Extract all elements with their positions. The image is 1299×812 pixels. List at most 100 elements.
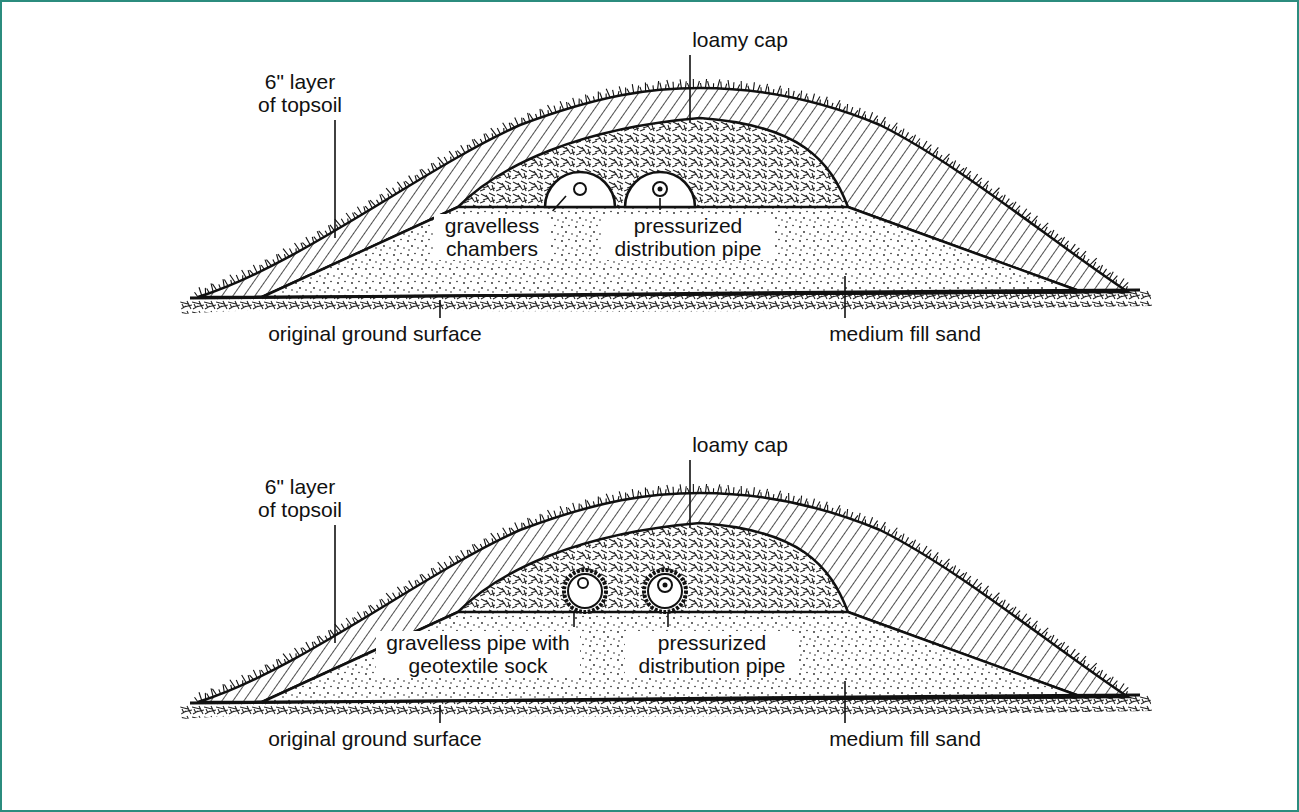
leader-line bbox=[659, 198, 661, 210]
grass-tick bbox=[969, 580, 971, 584]
grass-tick bbox=[725, 84, 726, 89]
leader-line bbox=[667, 613, 669, 627]
grass-tick bbox=[1041, 628, 1048, 635]
grass-tick bbox=[801, 91, 802, 100]
grass-tick bbox=[959, 573, 964, 577]
grass-tick bbox=[717, 484, 719, 493]
leader-line bbox=[439, 300, 441, 318]
grass-tick bbox=[219, 284, 221, 289]
grass-tick bbox=[996, 192, 999, 198]
grass-tick bbox=[593, 501, 594, 506]
grass-tick bbox=[989, 594, 992, 598]
gravelless-chamber bbox=[625, 172, 695, 207]
grass-tick bbox=[733, 82, 735, 89]
grass-tick bbox=[753, 82, 754, 91]
grass-tick bbox=[839, 103, 840, 110]
grass-tick bbox=[541, 109, 544, 116]
grass-tick bbox=[793, 91, 794, 98]
grass-tick bbox=[705, 79, 706, 88]
grass-tick bbox=[1028, 622, 1030, 626]
grass-tick bbox=[728, 485, 729, 494]
grass-tick bbox=[1005, 604, 1009, 610]
grass-tick bbox=[717, 79, 719, 88]
grass-tick bbox=[354, 617, 359, 621]
grass-tick bbox=[485, 539, 489, 545]
grass-tick bbox=[289, 654, 292, 660]
grass-tick bbox=[438, 157, 445, 165]
grass-tick bbox=[346, 618, 352, 626]
pipe-orifice bbox=[663, 583, 668, 588]
grass-tick bbox=[765, 84, 767, 93]
grass-tick bbox=[956, 164, 960, 170]
geotextile-sock bbox=[564, 570, 606, 612]
grass-tick bbox=[250, 675, 254, 680]
grass-tick bbox=[606, 494, 610, 503]
grass-tick bbox=[788, 493, 789, 502]
grass-tick bbox=[888, 124, 890, 128]
grass-tick bbox=[541, 514, 544, 521]
grass-tick bbox=[898, 130, 901, 134]
gravelless-pipe bbox=[648, 574, 682, 608]
grass-tick bbox=[657, 81, 658, 90]
grass-tick bbox=[469, 550, 472, 554]
grass-tick bbox=[278, 659, 282, 665]
leader-line bbox=[689, 55, 691, 122]
grass-tick bbox=[627, 89, 630, 94]
grass-tick bbox=[973, 174, 978, 181]
grass-tick bbox=[1103, 674, 1107, 680]
grass-tick bbox=[376, 605, 379, 609]
grass-tick bbox=[1119, 279, 1124, 286]
grass-tick bbox=[804, 94, 807, 101]
grass-tick bbox=[788, 88, 789, 97]
grass-tick bbox=[905, 132, 908, 138]
grass-tick bbox=[667, 485, 670, 494]
grass-tick bbox=[568, 508, 571, 513]
grass-tick bbox=[687, 488, 689, 493]
grass-tick bbox=[912, 540, 916, 548]
grass-tick bbox=[207, 693, 210, 698]
grass-tick bbox=[1115, 685, 1117, 689]
grass-tick bbox=[839, 508, 840, 515]
grass-tick bbox=[230, 680, 236, 688]
grass-tick bbox=[1051, 635, 1054, 642]
grass-tick bbox=[405, 586, 410, 590]
grass-tick bbox=[1093, 667, 1096, 673]
grass-tick bbox=[979, 587, 981, 591]
grass-tick bbox=[1066, 245, 1068, 249]
grass-tick bbox=[457, 556, 461, 560]
mound-body bbox=[180, 493, 1152, 719]
grass-tick bbox=[625, 493, 626, 500]
grass-tick bbox=[946, 158, 949, 164]
grass-tick bbox=[1103, 269, 1107, 275]
grass-tick bbox=[645, 82, 646, 91]
grass-tick bbox=[797, 499, 800, 504]
grass-tick bbox=[697, 81, 699, 88]
grass-tick bbox=[224, 280, 228, 286]
grass-tick bbox=[1086, 259, 1089, 263]
grass-tick bbox=[559, 106, 561, 111]
distribution-pipe bbox=[578, 578, 588, 588]
grass-tick bbox=[660, 83, 662, 90]
grass-tick bbox=[939, 155, 942, 159]
grass-tick bbox=[854, 515, 858, 520]
part-label: gravelless chambers bbox=[434, 214, 550, 260]
grass-tick bbox=[1119, 684, 1124, 691]
grass-tick bbox=[433, 568, 438, 574]
grass-tick bbox=[560, 101, 564, 110]
grass-tick bbox=[973, 579, 978, 586]
grass-tick bbox=[568, 103, 571, 108]
grass-tick bbox=[523, 523, 526, 528]
grass-tick bbox=[242, 675, 247, 683]
grass-tick bbox=[242, 270, 247, 278]
grass-tick bbox=[816, 96, 820, 103]
grass-tick bbox=[503, 128, 504, 132]
grass-tick bbox=[492, 538, 493, 542]
grass-tick bbox=[918, 142, 920, 146]
grass-tick bbox=[457, 151, 461, 155]
grass-tick bbox=[760, 492, 761, 497]
grass-tick bbox=[700, 83, 702, 88]
grass-tick bbox=[409, 176, 414, 184]
grass-tick bbox=[946, 563, 949, 569]
grass-tick bbox=[600, 497, 603, 504]
grass-tick bbox=[757, 85, 760, 92]
